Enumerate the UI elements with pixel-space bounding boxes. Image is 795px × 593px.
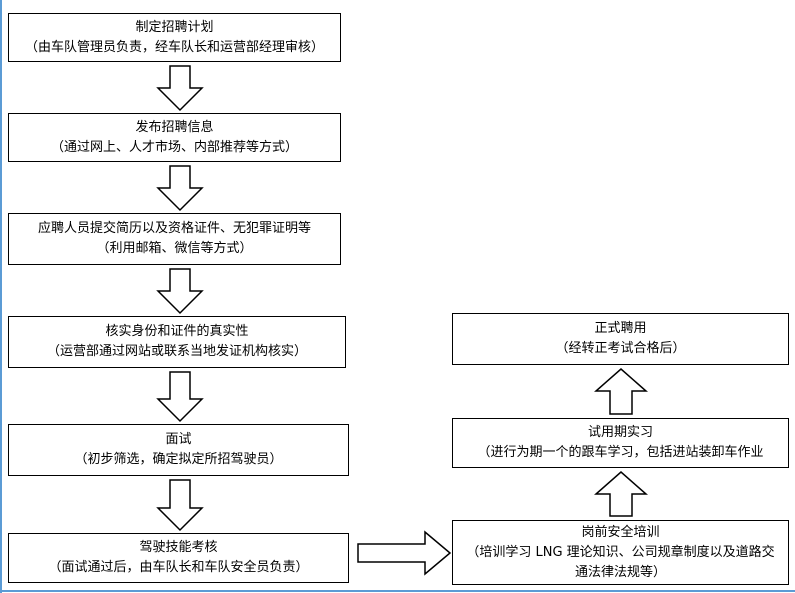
step-title-6: 驾驶技能考核 (139, 540, 218, 555)
step-box-3: 应聘人员提交简历以及资格证件、无犯罪证明等 （利用邮箱、微信等方式） (8, 213, 341, 265)
step-box-6: 驾驶技能考核 （面试通过后，由车队长和车队安全员负责） (8, 533, 349, 583)
step-box-2: 发布招聘信息 （通过网上、人才市场、内部推荐等方式） (8, 113, 341, 162)
step-title-1: 制定招聘计划 (135, 19, 214, 35)
arrow-right-6-to-7 (357, 530, 452, 576)
step-box-8: 试用期实习 （进行为期一个的跟车学习，包括进站装卸车作业 (452, 418, 789, 468)
step-box-9: 正式聘用 （经转正考试合格后） (452, 313, 789, 365)
arrow-down-4-to-5 (156, 371, 204, 423)
arrow-down-5-to-6 (156, 479, 204, 532)
step-box-7: 岗前安全培训 （培训学习 LNG 理论知识、公司规章制度以及道路交通法律法规等） (452, 520, 789, 585)
arrow-up-8-to-9 (594, 368, 648, 415)
arrow-down-1-to-2 (156, 65, 204, 112)
arrow-up-7-to-8 (594, 471, 648, 517)
step-note-3: （利用邮箱、微信等方式） (96, 241, 253, 256)
arrow-down-3-to-4 (156, 268, 204, 315)
step-note-9: （经转正考试合格后） (555, 341, 686, 356)
step-title-9: 正式聘用 (594, 321, 647, 336)
frame-border-left (0, 0, 2, 593)
step-note-6: （面试通过后，由车队长和车队安全员负责） (48, 560, 309, 575)
step-box-1: 制定招聘计划 （由车队管理员负责，经车队长和运营部经理审核） (8, 13, 341, 62)
arrow-down-2-to-3 (156, 165, 204, 212)
step-box-5: 面试 （初步筛选，确定拟定所招驾驶员） (8, 424, 349, 476)
frame-border-bottom (0, 590, 795, 592)
step-note-5: （初步筛选，确定拟定所招驾驶员） (74, 452, 283, 467)
step-note-1: （由车队管理员负责，经车队长和运营部经理审核） (24, 39, 324, 55)
step-note-7: （培训学习 LNG 理论知识、公司规章制度以及道路交通法律法规等） (466, 544, 775, 580)
step-title-8: 试用期实习 (587, 425, 653, 440)
step-title-5: 面试 (165, 432, 192, 447)
step-title-3: 应聘人员提交简历以及资格证件、无犯罪证明等 (37, 221, 311, 236)
step-title-2: 发布招聘信息 (135, 119, 214, 135)
step-box-4: 核实身份和证件的真实性 （运营部通过网站或联系当地发证机构核实） (8, 316, 346, 368)
step-title-7: 岗前安全培训 (581, 524, 660, 540)
step-note-8: （进行为期一个的跟车学习，包括进站装卸车作业 (477, 445, 764, 460)
step-note-2: （通过网上、人才市场、内部推荐等方式） (50, 139, 298, 155)
step-note-4: （运营部通过网站或联系当地发证机构核实） (46, 344, 307, 359)
step-title-4: 核实身份和证件的真实性 (105, 324, 249, 339)
